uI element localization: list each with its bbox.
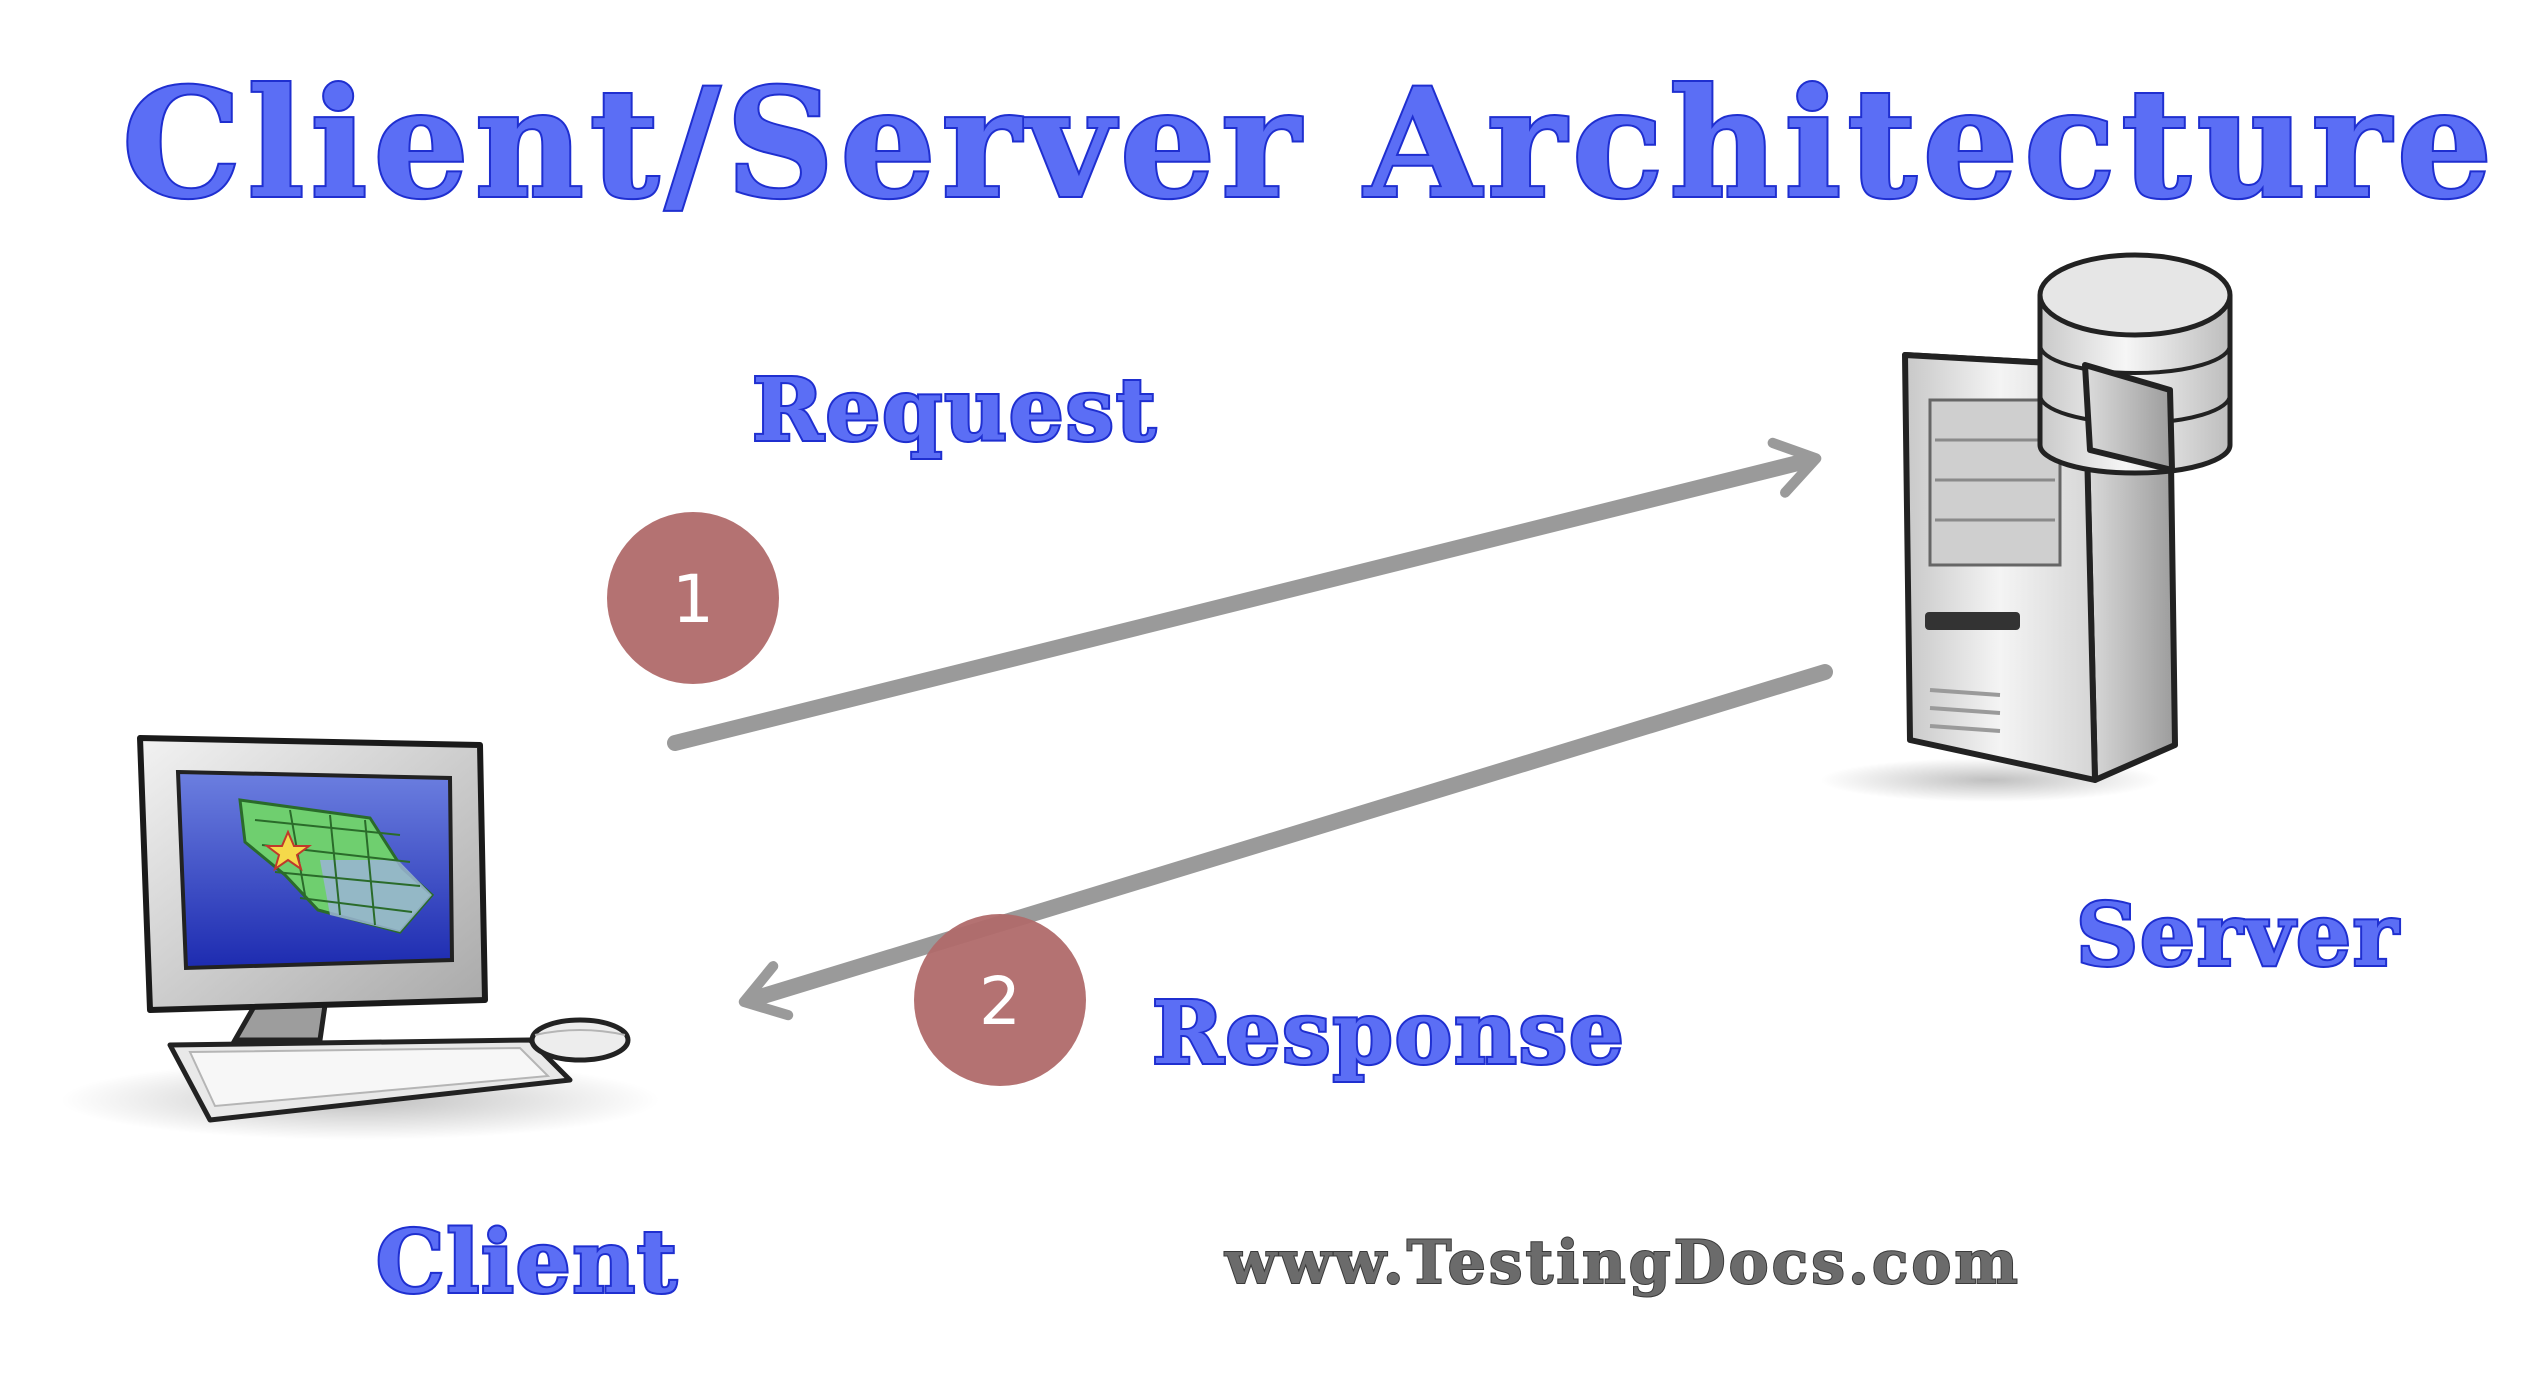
map-screen-icon (238, 798, 435, 934)
step-1-badge: 1 (607, 512, 779, 684)
step-2-number: 2 (979, 963, 1021, 1040)
desktop-computer-icon (60, 735, 660, 1140)
response-arrow (738, 664, 1833, 1021)
footer-url: www.TestingDocs.com (1224, 1228, 2021, 1298)
server-label: Server (2076, 885, 2400, 986)
step-1-number: 1 (672, 561, 714, 638)
request-arrow (667, 437, 1822, 751)
step-2-badge: 2 (914, 914, 1086, 1086)
response-label: Response (1152, 983, 1626, 1084)
request-label: Request (752, 360, 1158, 461)
database-icon (2037, 252, 2233, 476)
diagram-title: Client/Server Architecture (122, 56, 2498, 232)
client-label: Client (376, 1212, 679, 1313)
